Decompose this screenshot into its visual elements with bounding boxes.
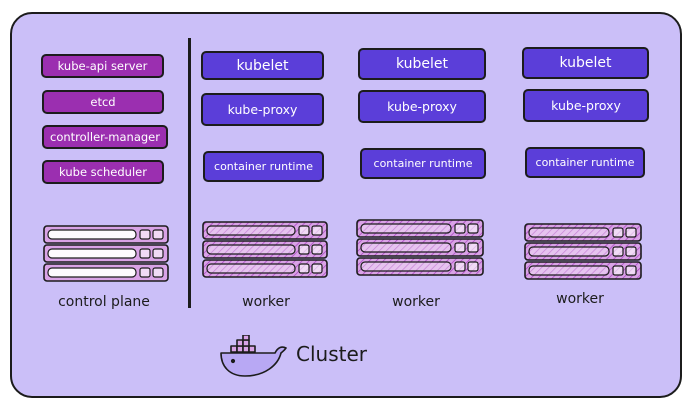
worker-1-container-runtime-box: container runtime (203, 151, 324, 182)
controller-manager-box: controller-manager (42, 125, 168, 149)
worker-1-container-runtime-label: container runtime (214, 160, 313, 173)
worker-3-label: worker (556, 291, 604, 307)
worker-1-kube-proxy-label: kube-proxy (227, 102, 298, 117)
server-unit (202, 240, 328, 259)
worker-3-kube-proxy-label: kube-proxy (551, 98, 621, 113)
worker-3-server-rack-icon (524, 223, 642, 280)
worker-3-kubelet-box: kubelet (522, 47, 649, 79)
server-unit (43, 263, 169, 282)
server-unit (202, 221, 328, 240)
server-unit (43, 244, 169, 263)
worker-2-container-runtime-box: container runtime (360, 148, 486, 179)
worker-2-kubelet-label: kubelet (395, 56, 449, 72)
worker-2-kube-proxy-label: kube-proxy (387, 99, 457, 114)
worker-2-label: worker (392, 294, 440, 310)
control-plane-label: control plane (58, 294, 150, 310)
worker-3-container-runtime-label: container runtime (535, 156, 635, 169)
cluster-title: Cluster (296, 342, 367, 366)
kube-scheduler-box: kube scheduler (42, 160, 164, 184)
server-unit (43, 225, 169, 244)
kube-api-server-label: kube-api server (57, 59, 148, 73)
server-unit (524, 242, 642, 261)
worker-2-kubelet-box: kubelet (358, 48, 486, 80)
kube-api-server-box: kube-api server (41, 54, 164, 78)
server-unit (524, 261, 642, 280)
server-unit (356, 238, 484, 257)
kube-scheduler-label: kube scheduler (59, 165, 147, 179)
etcd-box: etcd (42, 90, 164, 114)
controller-manager-label: controller-manager (50, 130, 160, 144)
worker-2-server-rack-icon (356, 219, 484, 276)
worker-3-kube-proxy-box: kube-proxy (523, 89, 649, 122)
server-unit (202, 259, 328, 278)
worker-1-kubelet-label: kubelet (236, 57, 289, 74)
worker-3-container-runtime-box: container runtime (525, 147, 645, 178)
control-plane-divider (188, 38, 191, 308)
worker-2-kube-proxy-box: kube-proxy (358, 90, 486, 123)
server-unit (524, 223, 642, 242)
docker-whale-icon (220, 335, 287, 377)
worker-1-kubelet-box: kubelet (201, 51, 324, 80)
worker-1-server-rack-icon (202, 221, 328, 278)
control-plane-server-rack-icon (43, 225, 169, 282)
worker-3-kubelet-label: kubelet (559, 55, 612, 71)
etcd-label: etcd (90, 95, 116, 109)
server-unit (356, 257, 484, 276)
server-unit (356, 219, 484, 238)
worker-2-container-runtime-label: container runtime (373, 157, 473, 170)
worker-1-kube-proxy-box: kube-proxy (201, 93, 324, 126)
worker-1-label: worker (242, 294, 290, 310)
